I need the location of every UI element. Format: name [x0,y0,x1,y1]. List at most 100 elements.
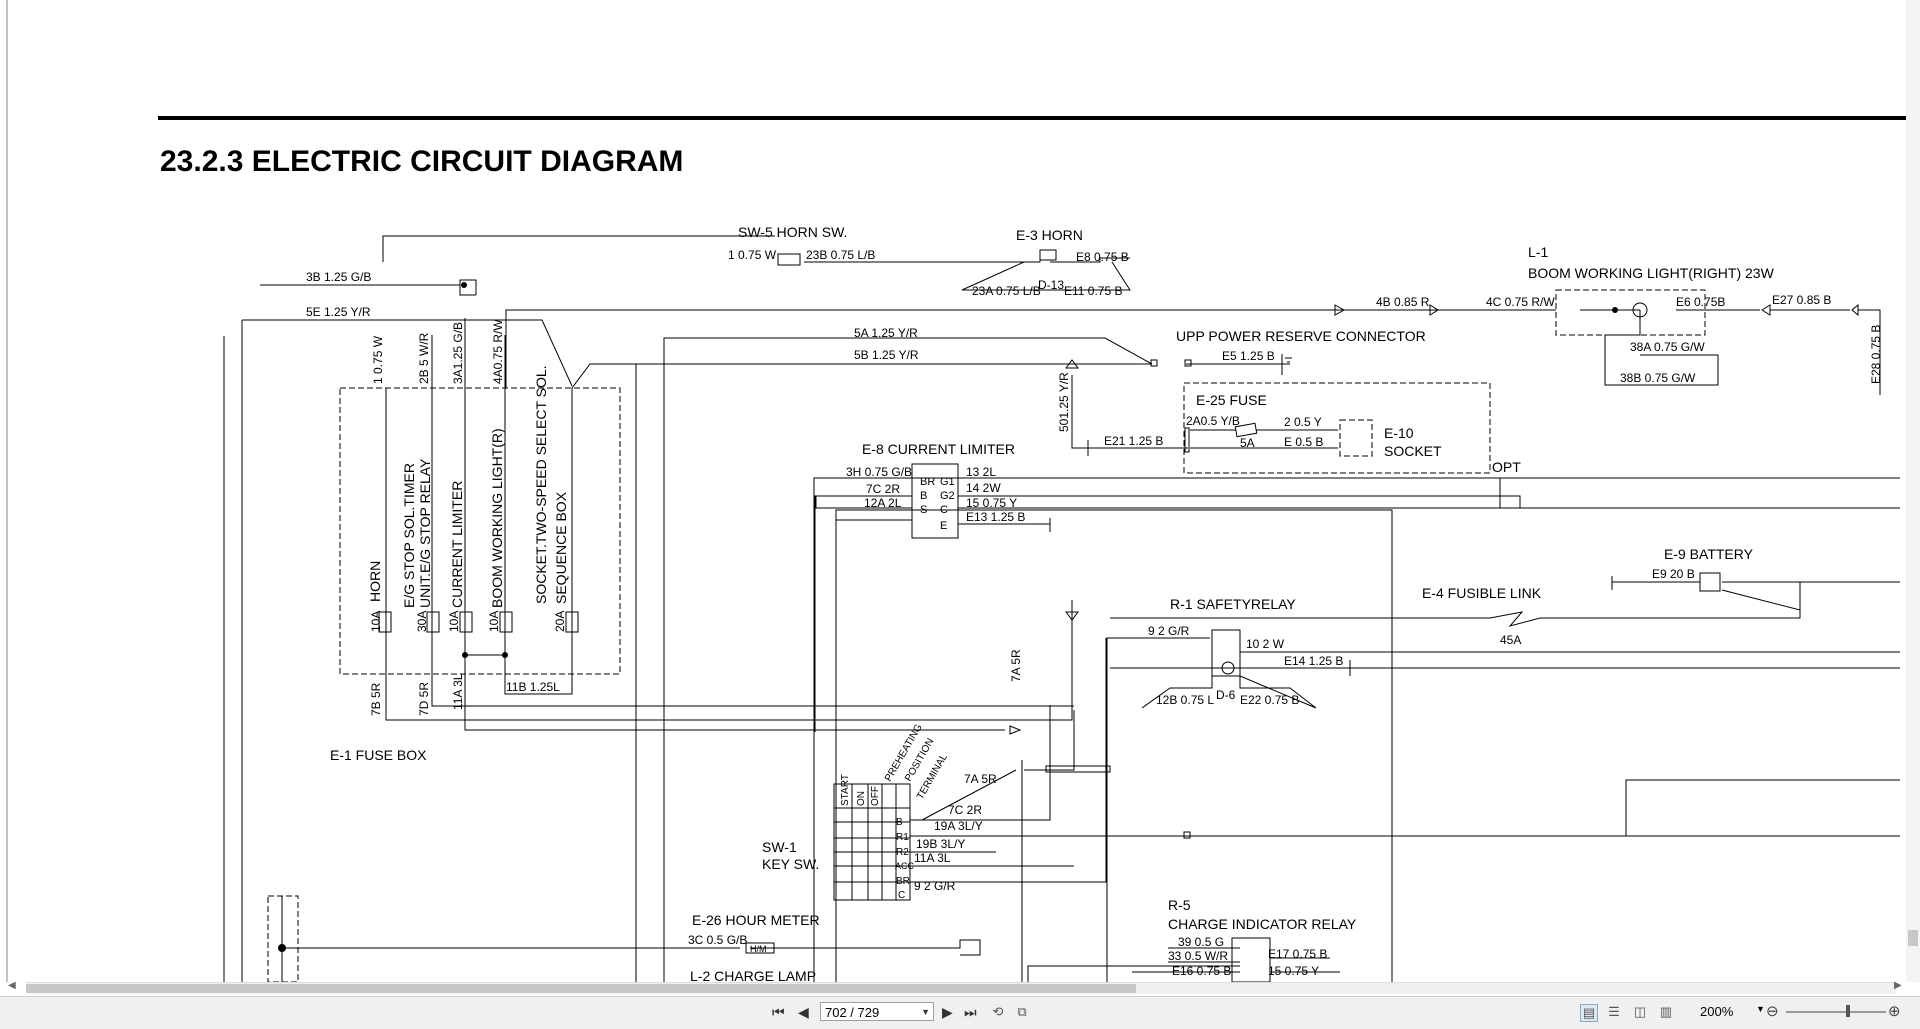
component-labels: SW-5 HORN SW. E-3 HORN L-1 BOOM WORKING … [330,224,1775,982]
fb-amp-2: 30A [415,611,429,632]
scroll-right-arrow-icon[interactable]: ▶ [1894,980,1902,991]
fb-amp-5: 20A [553,611,567,632]
single-page-view-icon[interactable]: ▤ [1580,1004,1598,1022]
v-wire-1: 1 0.75 W [371,335,385,384]
header-rule [158,116,1906,120]
wire-d13: D-13 [1038,278,1064,292]
wire-2a: 2A0.5 Y/B [1186,414,1240,428]
v-wire-7b: 7B 5R [369,682,383,716]
vertical-scrollbar[interactable] [1906,0,1920,982]
sw-acc: ACC [895,861,915,871]
wire-11a: 11A 3L [914,851,951,865]
zoom-slider-handle[interactable] [1846,1005,1850,1017]
horizontal-scrollbar[interactable] [26,982,1896,994]
label-e10: E-10 [1384,425,1414,441]
v-wire-e28: E28 0.75 B [1869,325,1883,384]
status-bar: ⏮ ◀ 702 / 729 ▼ ▶ ⏭ ⟲ ⧉ ▤ ☰ ◫ ▥ 200% ▼ ⊖… [0,996,1920,1029]
label-e25: E-25 FUSE [1196,392,1267,408]
next-page-icon[interactable]: ▶ [942,1004,953,1020]
sw-br: BR [896,876,910,887]
label-r1: R-1 SAFETYRELAY [1170,596,1296,612]
wire-e16: E16 0.75 B [1172,964,1231,978]
wire-e11: E11 0.75 B [1064,284,1123,298]
label-upp: UPP POWER RESERVE CONNECTOR [1176,328,1426,344]
sw-col-start: START [840,774,851,806]
page-dropdown-icon[interactable]: ▼ [921,1007,930,1017]
facing-continuous-view-icon[interactable]: ▥ [1659,1004,1673,1019]
wire-38b: 38B 0.75 G/W [1620,371,1696,385]
scroll-left-arrow-icon[interactable]: ◀ [8,980,16,991]
fuse-45a: 45A [1500,633,1521,647]
label-r5: R-5 [1168,897,1191,913]
fb-estop-1: E/G STOP SOL.TIMER [401,463,417,608]
last-page-icon[interactable]: ⏭ [964,1004,977,1020]
wire-e22: E22 0.75 B [1240,693,1299,707]
e8-s: S [920,504,927,516]
wire-10: 10 2 W [1246,637,1285,651]
wire-3h: 3H 0.75 G/B [846,465,912,479]
e8-e: E [940,520,947,532]
sw-r1: R1 [896,832,909,843]
wire-labels: 1 0.75 W 23B 0.75 L/B E8 0.75 B 23A 0.75… [306,248,1831,978]
page-indicator: 702 / 729 [825,1005,880,1020]
vertical-scroll-thumb[interactable] [1908,930,1918,946]
e8-g1: G1 [940,476,955,488]
label-e10-socket: SOCKET [1384,443,1442,459]
label-sw1: SW-1 [762,839,797,855]
e8-b: B [920,490,927,502]
fb-boom: BOOM WORKING LIGHT(R) [489,428,505,608]
section-title: 23.2.3 ELECTRIC CIRCUIT DIAGRAM [160,145,683,178]
v-wire-11a: 11A 3L [451,673,465,710]
wire-e: E 0.5 B [1284,435,1323,449]
label-l2: L-2 CHARGE LAMP [690,968,816,982]
zoom-in-icon[interactable]: ⊕ [1888,1003,1901,1020]
copy-page-icon[interactable]: ⧉ [1017,1004,1027,1019]
label-e9: E-9 BATTERY [1664,546,1754,562]
fuse-5a: 5A [1240,436,1255,450]
sw-col-on: ON [856,791,867,806]
wire-12b: 12B 0.75 L [1156,693,1214,707]
v-wire-4a: 4A0.75 R/W [491,319,505,384]
wire-e13: E13 1.25 B [966,510,1025,524]
page-number-input[interactable]: 702 / 729 ▼ [820,1002,934,1021]
wire-5e: 5E 1.25 Y/R [306,305,371,319]
wire-d6: D-6 [1216,688,1236,702]
fb-amp-1: 10A [369,611,383,632]
wire-9b: 9 2 G/R [914,879,956,893]
first-page-icon[interactable]: ⏮ [772,1004,785,1020]
wire-e5: E5 1.25 B [1222,349,1275,363]
zoom-out-icon[interactable]: ⊖ [1766,1003,1779,1020]
circuit-diagram-page: 23.2.3 ELECTRIC CIRCUIT DIAGRAM [6,0,1906,982]
sw-c: C [898,890,905,901]
rotate-icon[interactable]: ⟲ [992,1004,1004,1019]
fb-amp-3: 10A [447,611,461,632]
wire-e8: E8 0.75 B [1076,250,1129,264]
wire-19a: 19A 3L/Y [934,819,983,833]
fb-horn: HORN [367,561,383,602]
wire-33: 33 0.5 W/R [1168,949,1228,963]
zoom-slider[interactable] [1786,1011,1886,1013]
wire-5a: 5A 1.25 Y/R [854,326,918,340]
v-wire-7a: 7A 5R [1009,649,1023,682]
wire-38a: 38A 0.75 G/W [1630,340,1705,354]
facing-view-icon[interactable]: ◫ [1633,1004,1647,1019]
fb-estop-2: UNIT.E/G STOP RELAY [417,458,433,608]
sw-b: B [896,817,903,828]
label-sw5: SW-5 HORN SW. [738,224,847,240]
zoom-level[interactable]: 200% [1700,1004,1734,1019]
horizontal-scroll-thumb[interactable] [26,984,1136,993]
v-wire-2b: 2B 5 W/R [417,332,431,384]
wire-15b: 15 0.75 Y [1268,964,1319,978]
fb-socket-1: SOCKET.TWO-SPEED SELECT SOL. [533,365,549,604]
fb-socket-2: SEQUENCE BOX [553,491,569,604]
label-e4: E-4 FUSIBLE LINK [1422,585,1542,601]
wire-4c: 4C 0.75 R/W [1486,295,1555,309]
previous-page-icon[interactable]: ◀ [798,1004,809,1020]
wire-39: 39 0.5 G [1178,935,1224,949]
wire-3c: 3C 0.5 G/B [688,933,747,947]
zoom-dropdown-icon[interactable]: ▼ [1756,1004,1765,1014]
wire-23b: 23B 0.75 L/B [806,248,875,262]
continuous-view-icon[interactable]: ☰ [1608,1004,1620,1019]
wire-e21: E21 1.25 B [1104,434,1163,448]
